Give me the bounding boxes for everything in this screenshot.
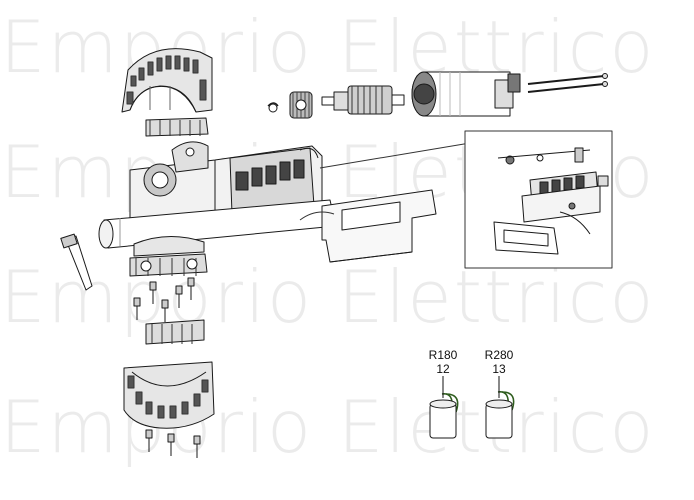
callout-number-12: 12: [436, 362, 450, 376]
screw-set-middle: [133, 277, 195, 322]
drive-tube: [98, 199, 337, 249]
detail-inset: [464, 130, 613, 269]
lower-bearing-block: [129, 253, 208, 277]
upper-housing-half: [121, 48, 213, 113]
motor-stator: [411, 71, 521, 117]
callout-number-13: 13: [492, 362, 506, 376]
lower-housing-half: [123, 361, 215, 429]
screw-set-bottom: [145, 429, 201, 458]
circlip: [267, 102, 279, 113]
callout-code-r280: R280: [484, 348, 514, 362]
pinion-gear: [289, 91, 313, 119]
tie-rods: [527, 73, 608, 93]
long-bolt: [60, 233, 93, 291]
slider-bracket: [299, 189, 437, 263]
inset-leader-line: [319, 141, 477, 169]
inset-drive-assembly: [493, 147, 609, 255]
upper-bearing-block: [145, 117, 209, 137]
capacitor-r180: [429, 393, 459, 439]
callout-code-r180: R180: [428, 348, 458, 362]
motor-rotor: [321, 85, 405, 115]
capacitor-r280: [485, 391, 515, 439]
lower-clamp: [133, 235, 205, 257]
lower-bearing-block-2: [145, 319, 205, 345]
